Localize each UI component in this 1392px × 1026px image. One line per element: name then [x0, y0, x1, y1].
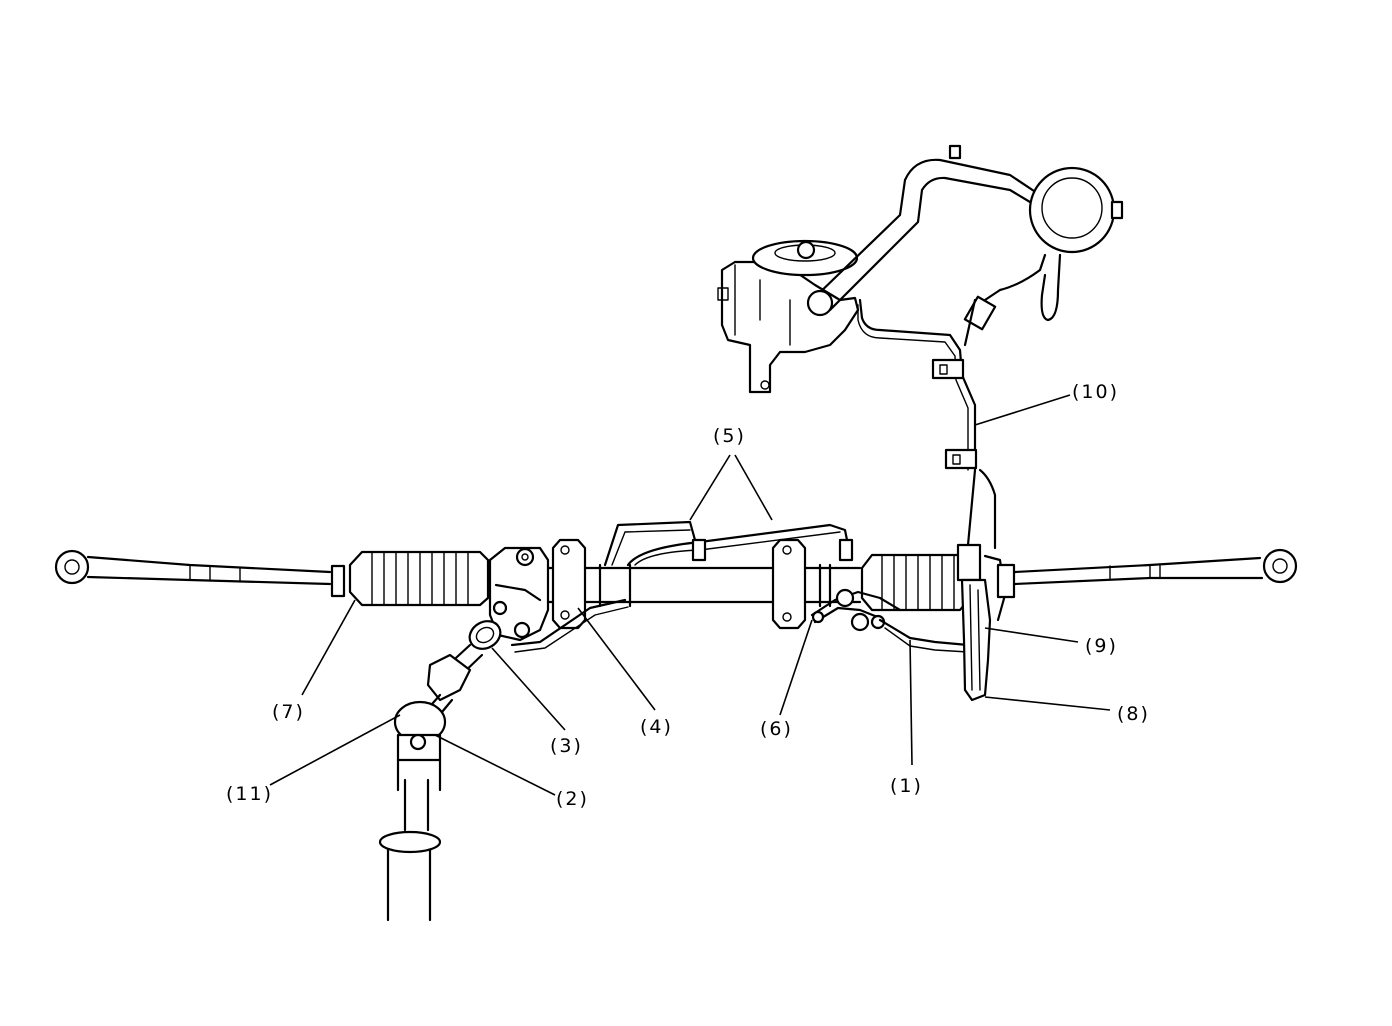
right-valve-and-hoses	[956, 543, 1016, 702]
oil-reservoir-tank	[1028, 166, 1124, 254]
callout-7: (7)	[272, 701, 305, 723]
callout-6: (6)	[760, 718, 793, 740]
callout-2: (2)	[556, 788, 589, 810]
pipe-6-fittings	[810, 588, 902, 632]
steering-shaft	[378, 620, 502, 922]
callout-10: (10)	[1072, 381, 1119, 403]
leader-lines	[269, 394, 1111, 796]
pipe-1	[878, 618, 970, 653]
oil-pump-assembly	[717, 239, 860, 394]
callout-1: (1)	[890, 775, 923, 797]
reservoir-return-hose	[963, 253, 1062, 331]
right-tie-rod	[1013, 548, 1298, 586]
gearbox-valve-housing	[488, 546, 550, 642]
callout-5: (5)	[713, 425, 746, 447]
callout-11: (11)	[226, 783, 273, 805]
pipe-4	[510, 598, 629, 653]
pump-to-reservoir-hose	[806, 144, 1042, 317]
pipe-10	[857, 298, 997, 550]
callout-4: (4)	[640, 716, 673, 738]
left-tie-rod	[54, 549, 346, 598]
callout-8: (8)	[1117, 703, 1150, 725]
pipe-5	[603, 520, 854, 567]
left-boot	[348, 550, 490, 607]
right-boot	[860, 553, 970, 612]
gearbox-body	[546, 538, 862, 630]
callout-3: (3)	[550, 735, 583, 757]
callout-9: (9)	[1085, 635, 1118, 657]
